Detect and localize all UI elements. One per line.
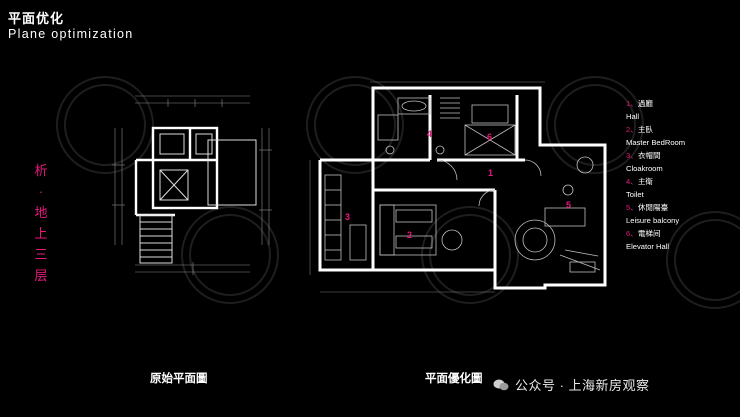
- legend-cn: 衣帽間: [637, 151, 661, 160]
- legend-number: 5、: [626, 203, 638, 212]
- footer-credit: 公众号 · 上海新房观察: [493, 375, 650, 394]
- legend-number: 6、: [626, 229, 638, 238]
- page-title: 平面优化: [8, 11, 65, 26]
- legend-number: 3、: [626, 151, 638, 160]
- original-floorplan: [112, 95, 272, 275]
- floor-label-char: 析: [34, 163, 48, 178]
- floor-label-char: 三: [34, 247, 48, 262]
- legend-en: Hall: [626, 112, 640, 121]
- room-number: 2: [407, 230, 412, 240]
- optimized-floorplan: [309, 81, 607, 293]
- original-plan-caption: 原始平面圖: [150, 373, 208, 385]
- wechat-icon: [493, 379, 509, 391]
- room-number: 4: [427, 129, 432, 139]
- legend-item: 6、電梯间: [626, 227, 685, 240]
- watermark: [56, 76, 740, 309]
- legend-en: Elevator Hall: [626, 242, 670, 251]
- room-legend: 1、過廳 Hall 2、主臥 Master BedRoom 3、衣帽間 Cloa…: [626, 97, 685, 253]
- room-number: 3: [345, 212, 350, 222]
- legend-cn: 休閒陽臺: [637, 203, 669, 212]
- legend-en: Cloakroom: [626, 164, 663, 173]
- legend-number: 4、: [626, 177, 638, 186]
- legend-number: 1、: [626, 99, 638, 108]
- page-subtitle: Plane optimization: [8, 27, 134, 41]
- legend-cn: 過廳: [637, 99, 654, 108]
- legend-en: Toilet: [626, 190, 644, 199]
- legend-cn: 電梯间: [637, 229, 661, 238]
- legend-number: 2、: [626, 125, 638, 134]
- legend-item: 5、休閒陽臺: [626, 201, 685, 214]
- optimized-plan-caption: 平面優化圖: [425, 373, 483, 385]
- room-number: 5: [566, 200, 571, 210]
- legend-en: Leisure balcony: [626, 216, 680, 225]
- floor-label-char: 上: [34, 226, 48, 241]
- legend-item: 2、主臥: [626, 123, 685, 136]
- legend-cn: 主臥: [637, 125, 654, 134]
- room-number: 6: [487, 132, 492, 142]
- legend-item: 3、衣帽間: [626, 149, 685, 162]
- room-number: 1: [488, 168, 493, 178]
- legend-item: 4、主衛: [626, 175, 685, 188]
- room-number-labels: 1 2 3 4 5 6: [345, 129, 571, 240]
- floor-label: 析 · 地 上 三 层: [32, 160, 50, 286]
- floor-label-char: 地: [34, 205, 48, 220]
- legend-en: Master BedRoom: [626, 138, 686, 147]
- legend-cn: 主衛: [637, 177, 654, 186]
- footer-text: 公众号 · 上海新房观察: [515, 378, 650, 393]
- floor-label-char: ·: [38, 184, 44, 199]
- legend-item: 1、過廳: [626, 97, 685, 110]
- floor-label-char: 层: [34, 268, 48, 283]
